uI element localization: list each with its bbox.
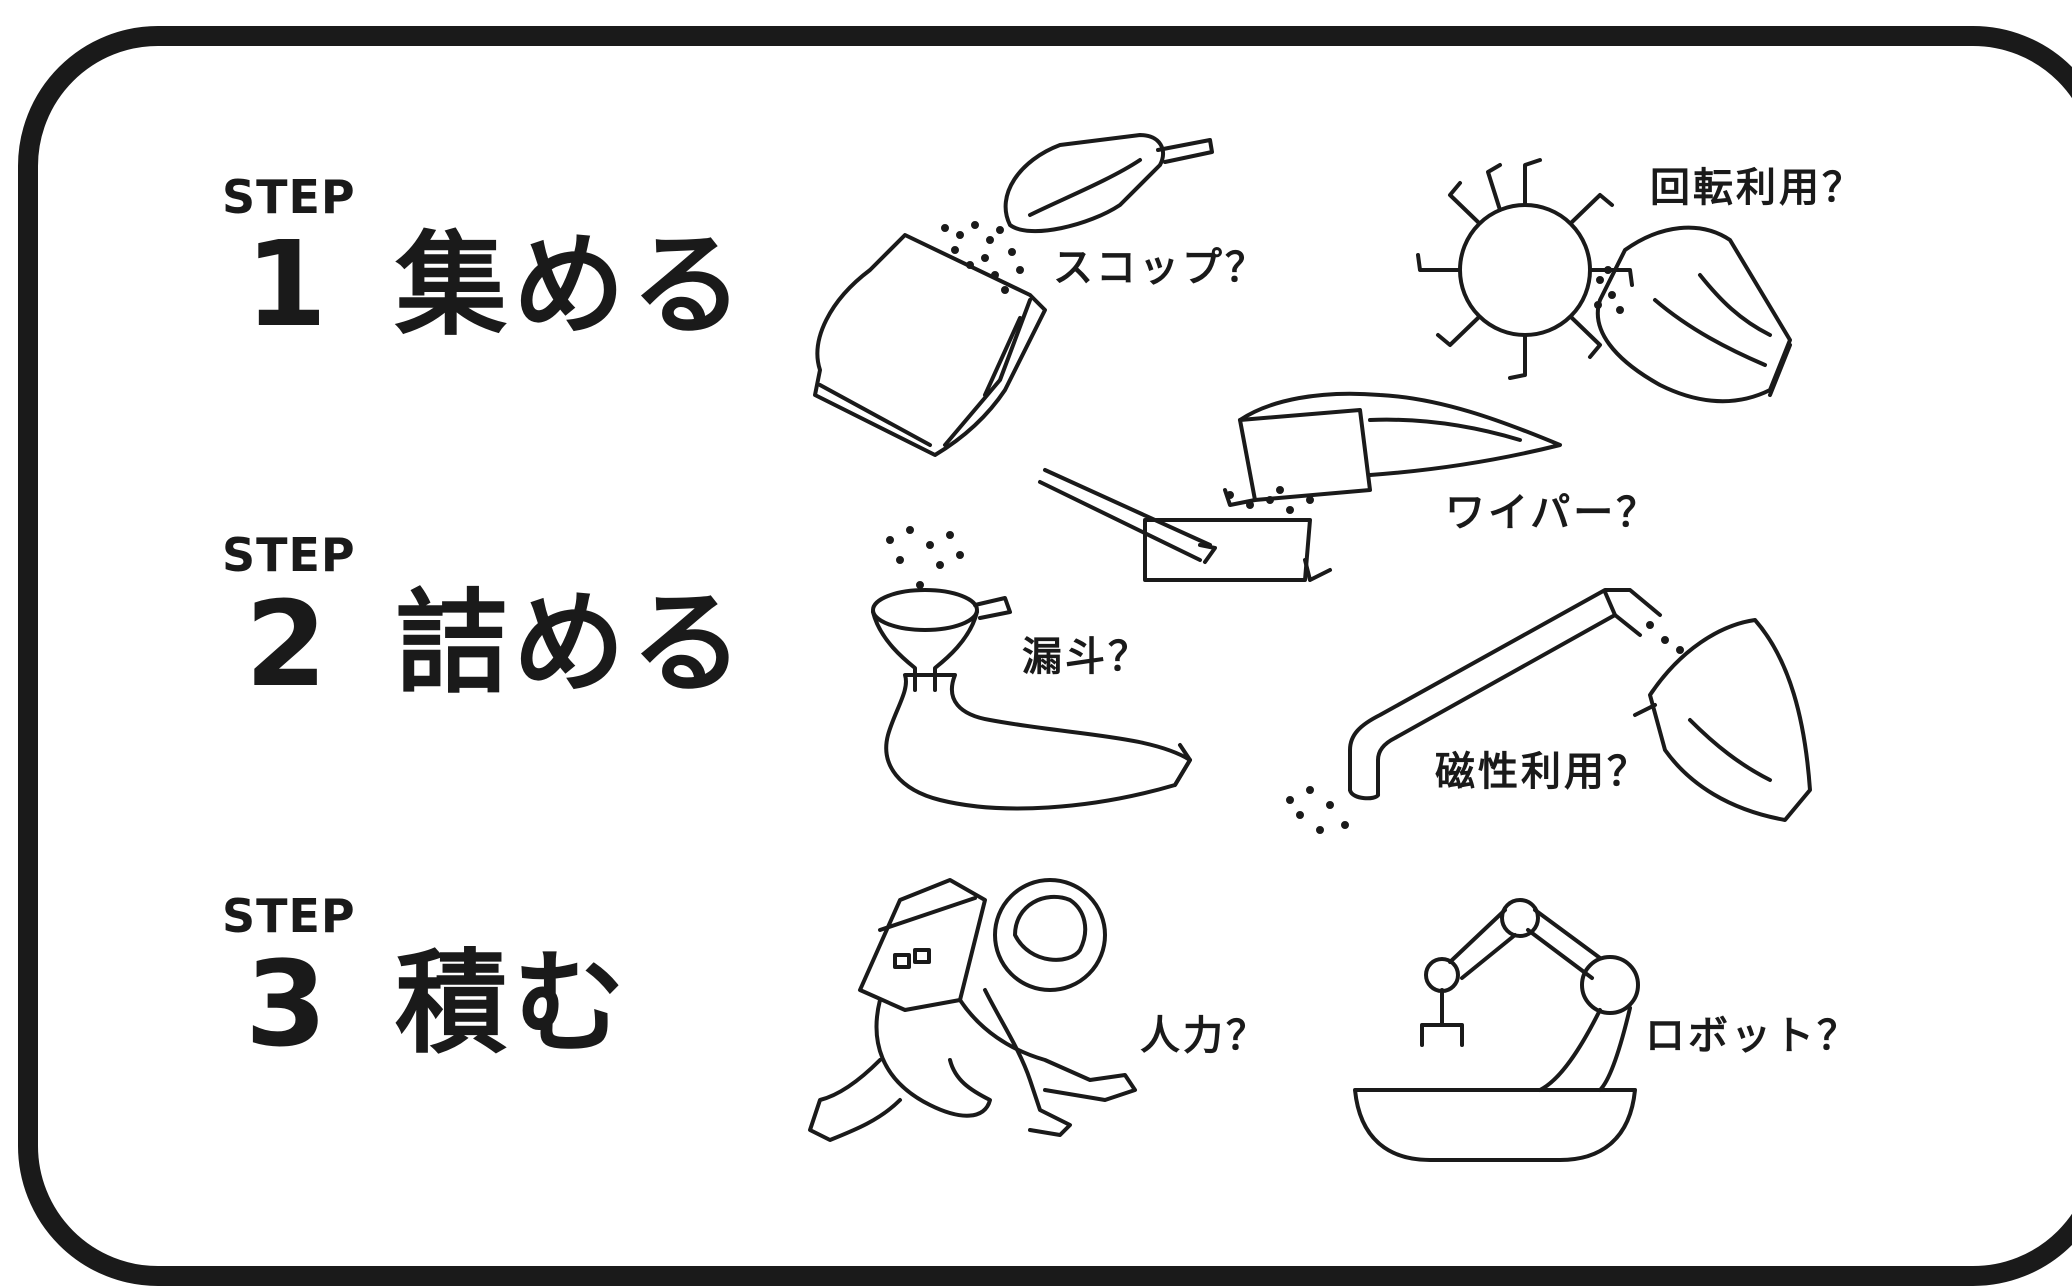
robot-arm-icon: [1353, 898, 1640, 1162]
step-2-title: 詰める: [395, 579, 749, 709]
astronaut-icon: [808, 878, 1137, 1142]
step-1-title: 集める: [395, 221, 749, 351]
step-3-label: STEP: [222, 889, 356, 943]
step-1-label: STEP: [222, 170, 356, 224]
funnel-label: 漏斗？: [1022, 634, 1151, 680]
rotation-label: 回転利用？: [1650, 165, 1865, 211]
step-1-number: 1: [245, 215, 328, 353]
step-2-label: STEP: [222, 528, 356, 582]
magnetic-pipe-icon: [1348, 588, 1662, 801]
collection-bag-icon: [1595, 225, 1792, 404]
magnetic-bag-icon: [1633, 618, 1812, 822]
dust-cloud-5: [1286, 621, 1684, 834]
wiper-icon: [1038, 468, 1332, 582]
funnel-icon: [871, 588, 1012, 692]
illustrations: [808, 133, 1812, 1162]
dust-cloud-1: [941, 221, 1024, 294]
rotating-brush-icon: [1416, 158, 1634, 380]
scoop-label: スコップ？: [1053, 245, 1268, 291]
wiper-bag-icon: [1223, 391, 1562, 507]
sand-bag-icon: [813, 233, 1047, 457]
step-2-number: 2: [245, 575, 328, 713]
scoop-icon: [1003, 133, 1214, 234]
dust-cloud-3: [1226, 486, 1314, 514]
step-3-title: 積む: [395, 939, 631, 1069]
wiper-label: ワイパー？: [1445, 490, 1660, 536]
dust-cloud-2: [1594, 266, 1624, 314]
robot-label: ロボット？: [1645, 1013, 1860, 1059]
magnetism-label: 磁性利用？: [1435, 749, 1650, 795]
dust-cloud-4: [886, 526, 964, 589]
manpower-label: 人力？: [1140, 1013, 1269, 1059]
filled-bag-icon: [884, 673, 1192, 811]
step-3-number: 3: [245, 935, 328, 1073]
